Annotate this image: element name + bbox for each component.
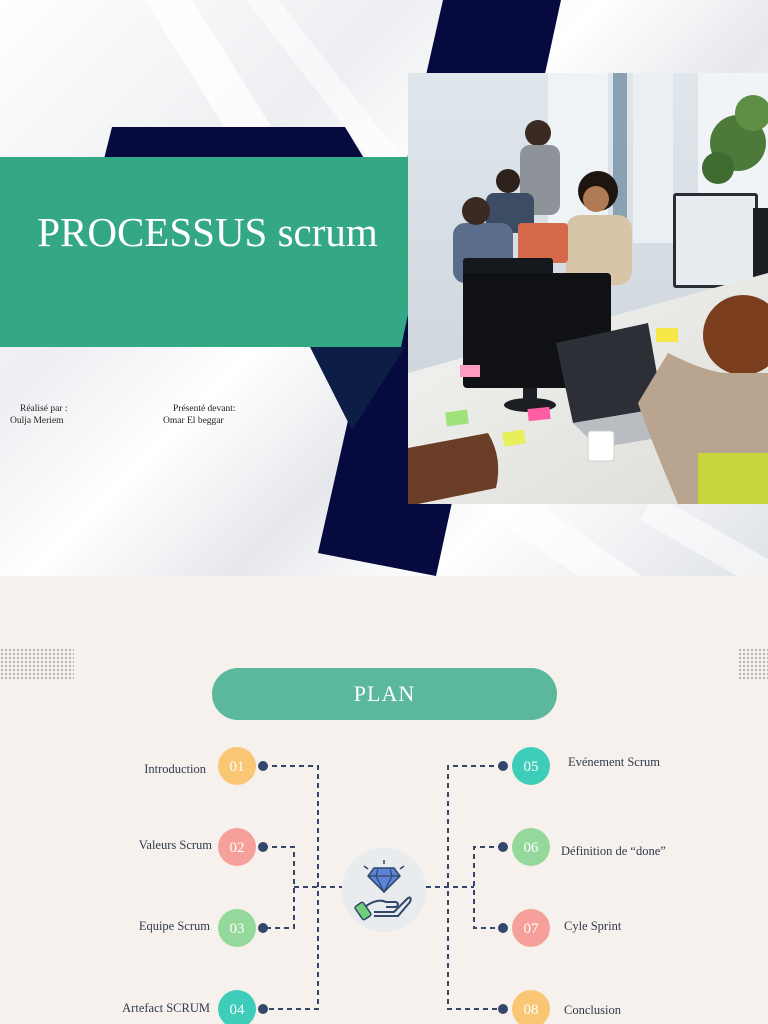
plan-label-equipe: Equipe Scrum [138, 919, 210, 933]
plan-number-01: 01 [218, 747, 256, 785]
title-slide: PROCESSUS scrum Réalisé par : Oulja Meri… [0, 0, 768, 576]
plan-label-evenement: Evénement Scrum [568, 755, 660, 769]
center-circle [342, 848, 426, 932]
plan-label-definition: Définition de “done” [561, 844, 666, 858]
plan-heading: PLAN [212, 668, 557, 720]
plan-number-08: 08 [512, 990, 550, 1024]
plan-number-04: 04 [218, 990, 256, 1024]
plan-label-artefact: Artefact SCRUM [122, 1001, 210, 1015]
presente-label: Présenté devant: [173, 404, 236, 414]
realise-label: Réalisé par : [20, 404, 68, 414]
plan-number-02: 02 [218, 828, 256, 866]
dot-pattern [738, 648, 768, 680]
diamond-hand-icon [354, 860, 412, 921]
realise-name: Oulja Meriem [10, 416, 64, 426]
plan-connectors [258, 761, 508, 1014]
plan-number-06: 06 [512, 828, 550, 866]
slide-title: PROCESSUS scrum [37, 209, 378, 255]
plan-label-introduction: Introduction [144, 762, 206, 776]
title-banner [0, 157, 442, 347]
plan-label-valeurs: Valeurs Scrum [138, 838, 212, 852]
plan-number-03: 03 [218, 909, 256, 947]
plan-number-05: 05 [512, 747, 550, 785]
plan-slide: PLAN [0, 576, 768, 1024]
plan-label-cycle: Cyle Sprint [564, 919, 622, 933]
dot-pattern [0, 648, 74, 680]
plan-number-07: 07 [512, 909, 550, 947]
navy-shadow [310, 347, 405, 430]
office-team-photo [408, 73, 768, 504]
presente-name: Omar El beggar [163, 416, 224, 426]
plan-label-conclusion: Conclusion [564, 1003, 621, 1017]
